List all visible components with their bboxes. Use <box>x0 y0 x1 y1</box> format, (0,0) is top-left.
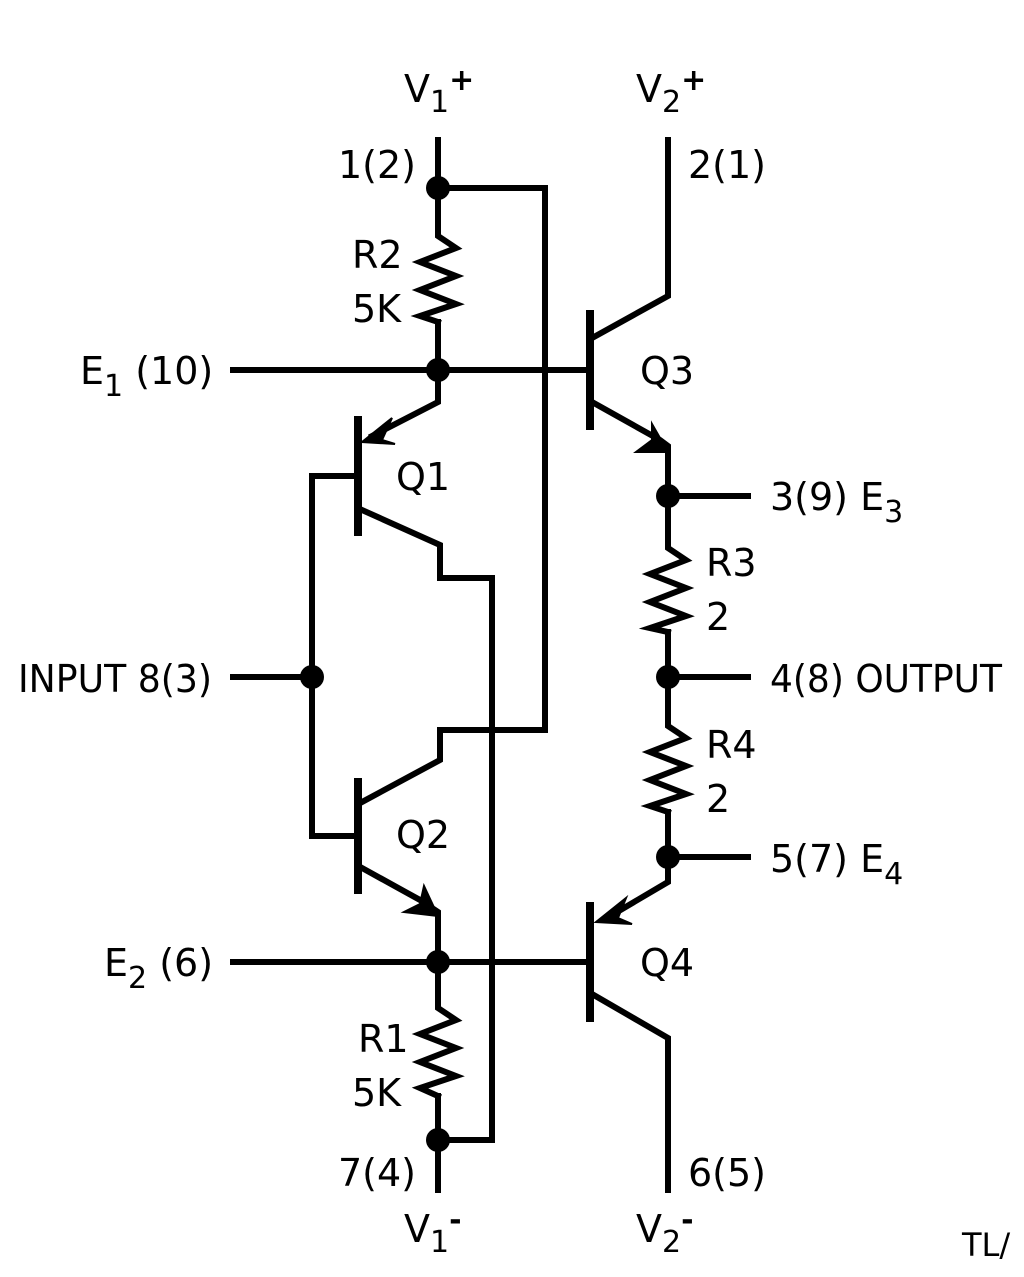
q3-label: Q3 <box>640 349 694 393</box>
q4-emitter-arrow <box>593 894 633 925</box>
resistor-r4 <box>640 715 695 816</box>
v1-plus-label: V1+ <box>404 63 474 120</box>
pin-2-1-label: 2(1) <box>688 143 766 187</box>
input-label: INPUT 8(3) <box>18 657 212 701</box>
r4-name-label: R4 <box>706 723 757 767</box>
r2-value-label: 5K <box>352 287 402 331</box>
e3-label: 3(9) E3 <box>770 475 903 530</box>
resistor-r3 <box>638 537 695 636</box>
resistor-r2 <box>410 225 465 326</box>
r2-name-label: R2 <box>352 233 403 277</box>
transistor-q4 <box>586 894 633 1022</box>
v2-minus-label: V2- <box>636 1203 694 1260</box>
transistor-q1 <box>354 416 396 536</box>
pin-1-2-label: 1(2) <box>338 143 416 187</box>
output-label: 4(8) OUTPUT <box>770 657 1003 701</box>
r3-name-label: R3 <box>706 541 757 585</box>
r1-value-label: 5K <box>352 1071 402 1115</box>
r4-value-label: 2 <box>706 777 730 821</box>
transistor-q3 <box>586 310 670 453</box>
v2-plus-label: V2+ <box>636 63 706 120</box>
q1-label: Q1 <box>396 455 450 499</box>
q2-emitter-arrow <box>400 882 440 918</box>
pin-7-4-label: 7(4) <box>338 1151 416 1195</box>
q3-emitter-arrow <box>633 420 670 453</box>
resistor-r1 <box>411 997 465 1100</box>
q4-label: Q4 <box>640 941 694 985</box>
q1-emitter-arrow <box>359 417 396 445</box>
e4-label: 5(7) E4 <box>770 837 903 892</box>
q2-label: Q2 <box>396 813 450 857</box>
footer-code: TL/ <box>961 1226 1010 1264</box>
e2-label: E2 (6) <box>104 941 213 996</box>
r1-name-label: R1 <box>358 1017 409 1061</box>
wires <box>230 137 751 1193</box>
junction-dots <box>300 176 680 1152</box>
v1-minus-label: V1- <box>404 1203 462 1260</box>
pin-6-5-label: 6(5) <box>688 1151 766 1195</box>
e1-label: E1 (10) <box>80 349 213 404</box>
transistor-q2 <box>354 778 440 918</box>
r3-value-label: 2 <box>706 595 730 639</box>
